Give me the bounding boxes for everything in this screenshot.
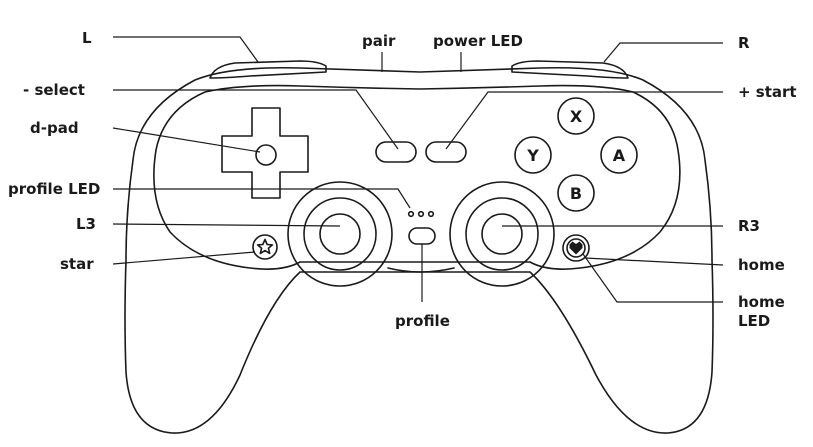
profile-led-2	[417, 210, 425, 218]
b-button-label: B	[570, 184, 582, 203]
controller-body	[124, 66, 714, 434]
leader-star	[112, 251, 256, 265]
label-dpad: d-pad	[30, 119, 79, 137]
right-stick-ring[interactable]	[465, 197, 539, 271]
leader-profile-led	[113, 188, 411, 209]
left-shoulder-bumper	[209, 60, 327, 79]
left-stick-ring[interactable]	[303, 197, 377, 271]
y-button[interactable]	[514, 136, 552, 174]
profile-led-1	[407, 210, 415, 218]
leader-home-led	[582, 253, 723, 303]
leader-l	[113, 36, 259, 63]
leader-home	[584, 257, 724, 266]
label-start: + start	[738, 83, 797, 101]
dpad-icon[interactable]	[221, 107, 309, 199]
label-profile: profile	[395, 312, 450, 330]
label-select: - select	[23, 81, 85, 99]
label-home-led-line1: home	[738, 293, 785, 311]
label-r3: R3	[738, 217, 760, 235]
star-button[interactable]	[252, 234, 278, 260]
home-icon	[569, 241, 583, 255]
face-plate	[153, 84, 681, 270]
left-stick-base	[287, 181, 393, 287]
start-button[interactable]	[425, 141, 467, 163]
leader-l3	[112, 223, 341, 227]
right-shoulder-bumper	[511, 60, 629, 79]
leader-dpad	[112, 127, 261, 153]
l3-stick-cap[interactable]	[319, 213, 361, 255]
leader-select	[113, 89, 399, 150]
x-button[interactable]	[557, 97, 595, 135]
right-stick-base	[449, 181, 555, 287]
b-button[interactable]	[557, 174, 595, 212]
star-icon	[256, 238, 274, 255]
label-home: home	[738, 256, 785, 274]
leader-r	[603, 42, 723, 63]
leader-start	[445, 91, 723, 150]
select-button[interactable]	[375, 141, 417, 163]
label-pair: pair	[362, 32, 396, 50]
label-home-led-line2: LED	[738, 312, 770, 330]
label-star: star	[60, 255, 94, 273]
center-bridge	[387, 267, 455, 273]
profile-led-3	[427, 210, 435, 218]
dpad-center	[255, 144, 277, 166]
label-l3: L3	[76, 215, 96, 233]
r3-stick-cap[interactable]	[481, 213, 523, 255]
label-profile-led: profile LED	[8, 180, 100, 198]
label-l: L	[82, 29, 92, 47]
label-r: R	[738, 34, 750, 52]
a-button[interactable]	[600, 136, 638, 174]
profile-button[interactable]	[408, 227, 436, 245]
label-power-led: power LED	[433, 32, 523, 50]
a-button-label: A	[613, 146, 626, 165]
home-led-ring	[566, 238, 586, 258]
x-button-label: X	[570, 107, 583, 126]
home-button[interactable]	[562, 234, 590, 262]
y-button-label: Y	[526, 146, 539, 165]
